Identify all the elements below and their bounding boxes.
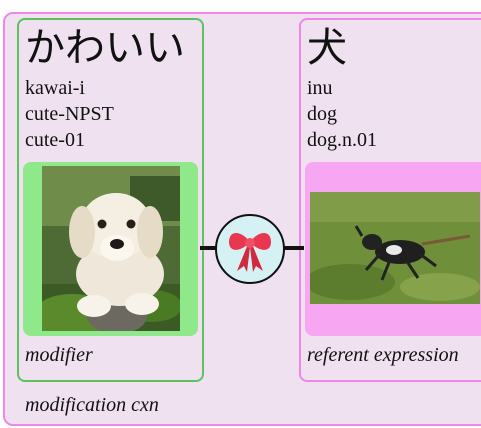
modifier-image-frame xyxy=(23,162,198,336)
puppy-image xyxy=(42,166,180,331)
referent-image-frame xyxy=(305,162,481,336)
modifier-gloss: cute-NPST xyxy=(25,103,114,125)
connector-circle xyxy=(215,214,285,284)
modifier-word: かわいい xyxy=(25,25,185,71)
connector-line-right xyxy=(284,246,304,250)
referent-romanization: inu xyxy=(307,77,333,99)
referent-card: 犬 inu dog dog.n.01 referent expression xyxy=(299,18,481,382)
referent-sense: dog.n.01 xyxy=(307,129,377,151)
construction-label: modification cxn xyxy=(25,394,159,416)
modifier-card: かわいい kawai-i cute-NPST cute-01 modifier xyxy=(17,18,204,382)
modifier-sense: cute-01 xyxy=(25,129,85,151)
modifier-role-label: modifier xyxy=(25,344,93,366)
ribbon-bow-icon xyxy=(229,233,271,272)
referent-word: 犬 xyxy=(307,25,347,71)
connector-line-left xyxy=(200,246,222,250)
running-dog-image xyxy=(310,192,480,304)
referent-role-label: referent expression xyxy=(307,344,459,366)
modifier-romanization: kawai-i xyxy=(25,77,85,99)
referent-gloss: dog xyxy=(307,103,337,125)
